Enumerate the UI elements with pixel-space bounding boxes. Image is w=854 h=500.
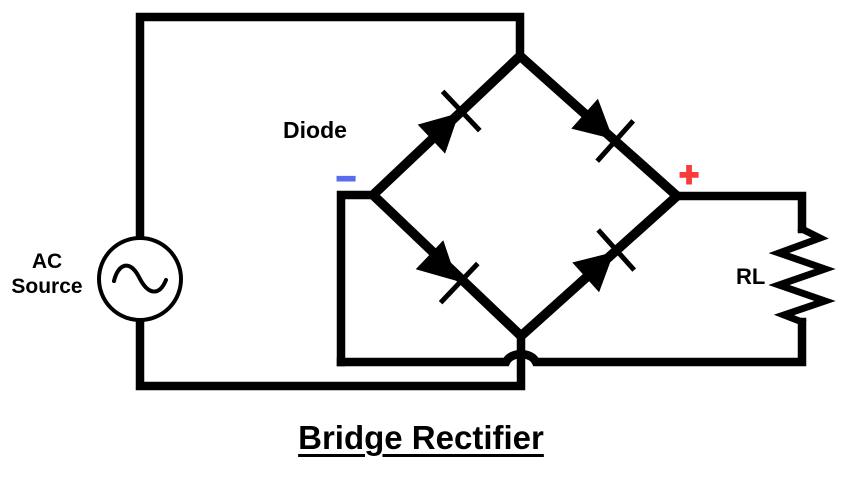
diode-lower-left-triangle-icon <box>415 240 457 281</box>
diode-lower-right-cathode-bar <box>596 228 637 272</box>
load-resistor-zigzag <box>768 224 836 327</box>
wire-negative-branch <box>336 190 378 367</box>
diode-upper-right-cathode-bar <box>595 119 636 163</box>
ac-source-label-line2: Source <box>11 275 82 298</box>
bridge-diamond <box>366 49 685 343</box>
diagram-title: Bridge Rectifier <box>298 419 544 456</box>
diode-label: Diode <box>283 117 347 143</box>
diode-lower-left <box>415 240 480 305</box>
diode-upper-right <box>571 98 636 163</box>
wire-load-return <box>336 317 807 367</box>
diode-lower-left-cathode-bar <box>438 261 480 305</box>
diode-upper-right-triangle-icon <box>571 98 613 139</box>
ac-source-symbol <box>97 236 183 322</box>
wire-positive-branch <box>672 191 807 234</box>
diode-upper-left-cathode-bar <box>440 89 482 133</box>
diode-lower-right-triangle-icon <box>572 252 614 293</box>
diode-upper-left-triangle-icon <box>417 113 459 154</box>
load-resistor-label: RL <box>736 264 765 289</box>
wire-ac-to-bottom-vertex <box>135 315 526 391</box>
negative-terminal-label: − <box>336 160 356 198</box>
circuit-wires <box>97 12 836 391</box>
diode-lower-right <box>572 228 637 293</box>
sine-wave-icon <box>112 263 168 294</box>
ac-source-label-line1: AC <box>32 250 62 273</box>
positive-terminal-label: + <box>679 156 699 194</box>
diode-upper-left <box>417 89 482 154</box>
wire-ac-to-top-vertex <box>135 12 525 243</box>
